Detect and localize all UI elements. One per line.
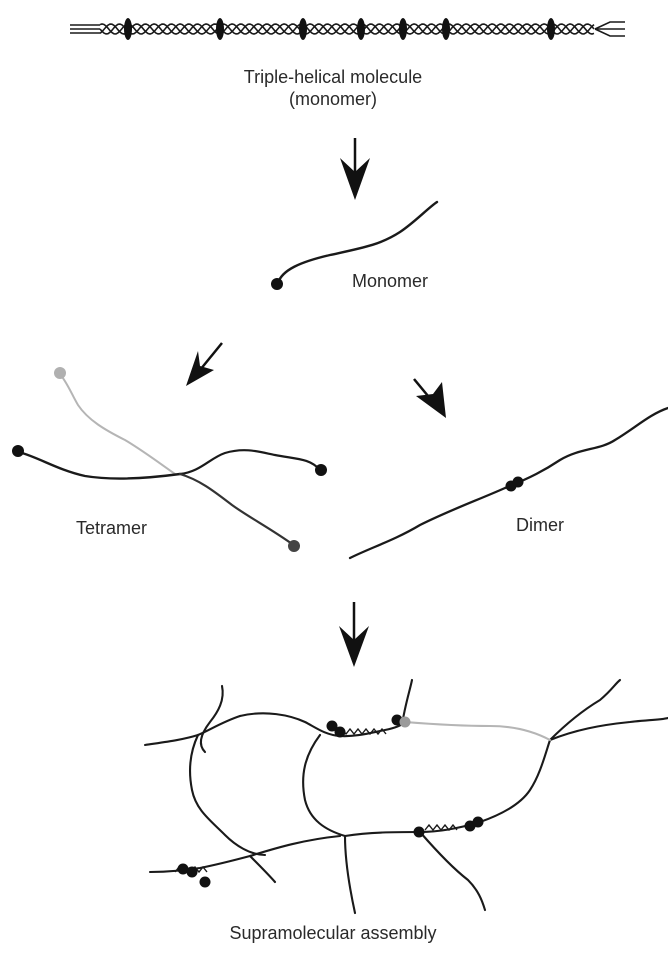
arrow-down-right (414, 379, 446, 418)
label-tetramer: Tetramer (76, 517, 147, 539)
triple-helix-molecule (70, 22, 625, 36)
label-triple-helical-molecule: Triple-helical molecule (244, 66, 422, 88)
arrow-down-2 (339, 602, 369, 667)
label-monomer: Monomer (352, 270, 428, 292)
tetramer-node-bottom (288, 540, 300, 552)
arrow-down-1 (340, 138, 370, 200)
tetramer-node-left (12, 445, 24, 457)
label-dimer: Dimer (516, 514, 564, 536)
supramolecular-node-light (400, 717, 411, 728)
label-supramolecular-assembly: Supramolecular assembly (229, 922, 436, 944)
label-monomer-paren: (monomer) (289, 88, 377, 110)
supramolecular-nodes (178, 715, 484, 888)
supramolecular-twists (175, 729, 457, 872)
tetramer-node-light (54, 367, 66, 379)
arrow-down-left (186, 343, 222, 386)
monomer-node (271, 278, 283, 290)
dimer-nodes (506, 477, 524, 492)
supramolecular-network (145, 680, 668, 913)
tetramer (19, 374, 320, 546)
tetramer-node-right (315, 464, 327, 476)
supramolecular-light-strand (405, 722, 550, 740)
